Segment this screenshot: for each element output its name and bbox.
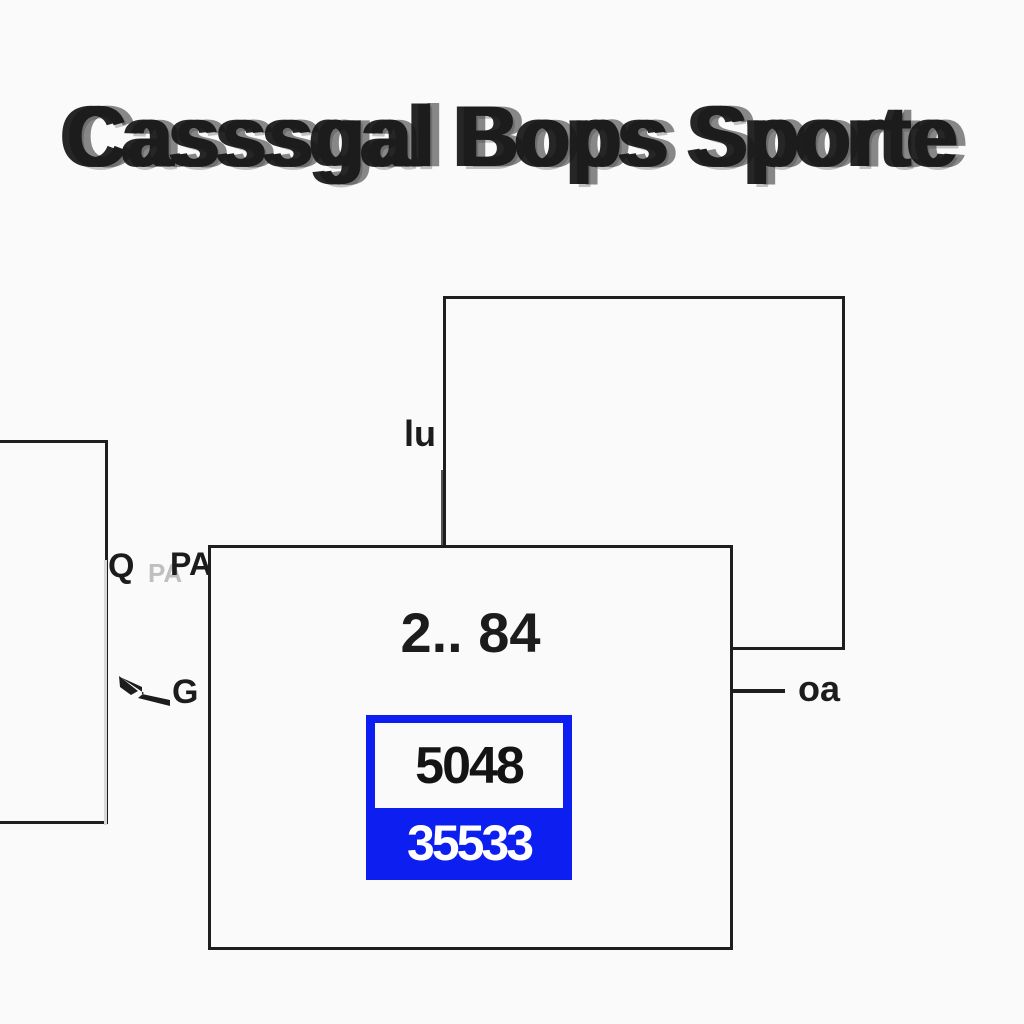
page-title-ghost-layer-3: Casssgal Bops Sporte	[67, 92, 962, 188]
arrow-up-left-icon	[119, 676, 170, 706]
label-oo: oa	[798, 668, 841, 709]
vertical-connector-line	[441, 470, 445, 548]
label-lu: lu	[404, 413, 436, 454]
blue-panel-white-field-value: 5048	[415, 736, 525, 795]
page-title-text: Casssgal Bops Sporte	[65, 89, 960, 185]
left-box	[0, 440, 108, 824]
label-q: Q	[108, 547, 135, 585]
blue-panel-white-field: 5048	[375, 723, 563, 808]
page-title-ghost-layer-1: Casssgal Bops Sporte	[58, 89, 953, 185]
blue-readout-panel: 5048 35533	[366, 715, 572, 880]
blue-panel-blue-field-value: 35533	[406, 815, 534, 871]
left-thin-connector-line	[104, 560, 107, 825]
page-title: Casssgal Bops Sporte Casssgal Bops Sport…	[0, 82, 1024, 192]
center-readout-value: 2.. 84	[400, 601, 541, 664]
label-pa: PA	[170, 546, 213, 582]
page-title-ghost-layer-2: Casssgal Bops Sporte	[74, 88, 969, 186]
label-g: G	[172, 673, 199, 711]
label-pa-ghost: PA	[148, 558, 183, 588]
right-stub-connector-line	[733, 689, 785, 693]
